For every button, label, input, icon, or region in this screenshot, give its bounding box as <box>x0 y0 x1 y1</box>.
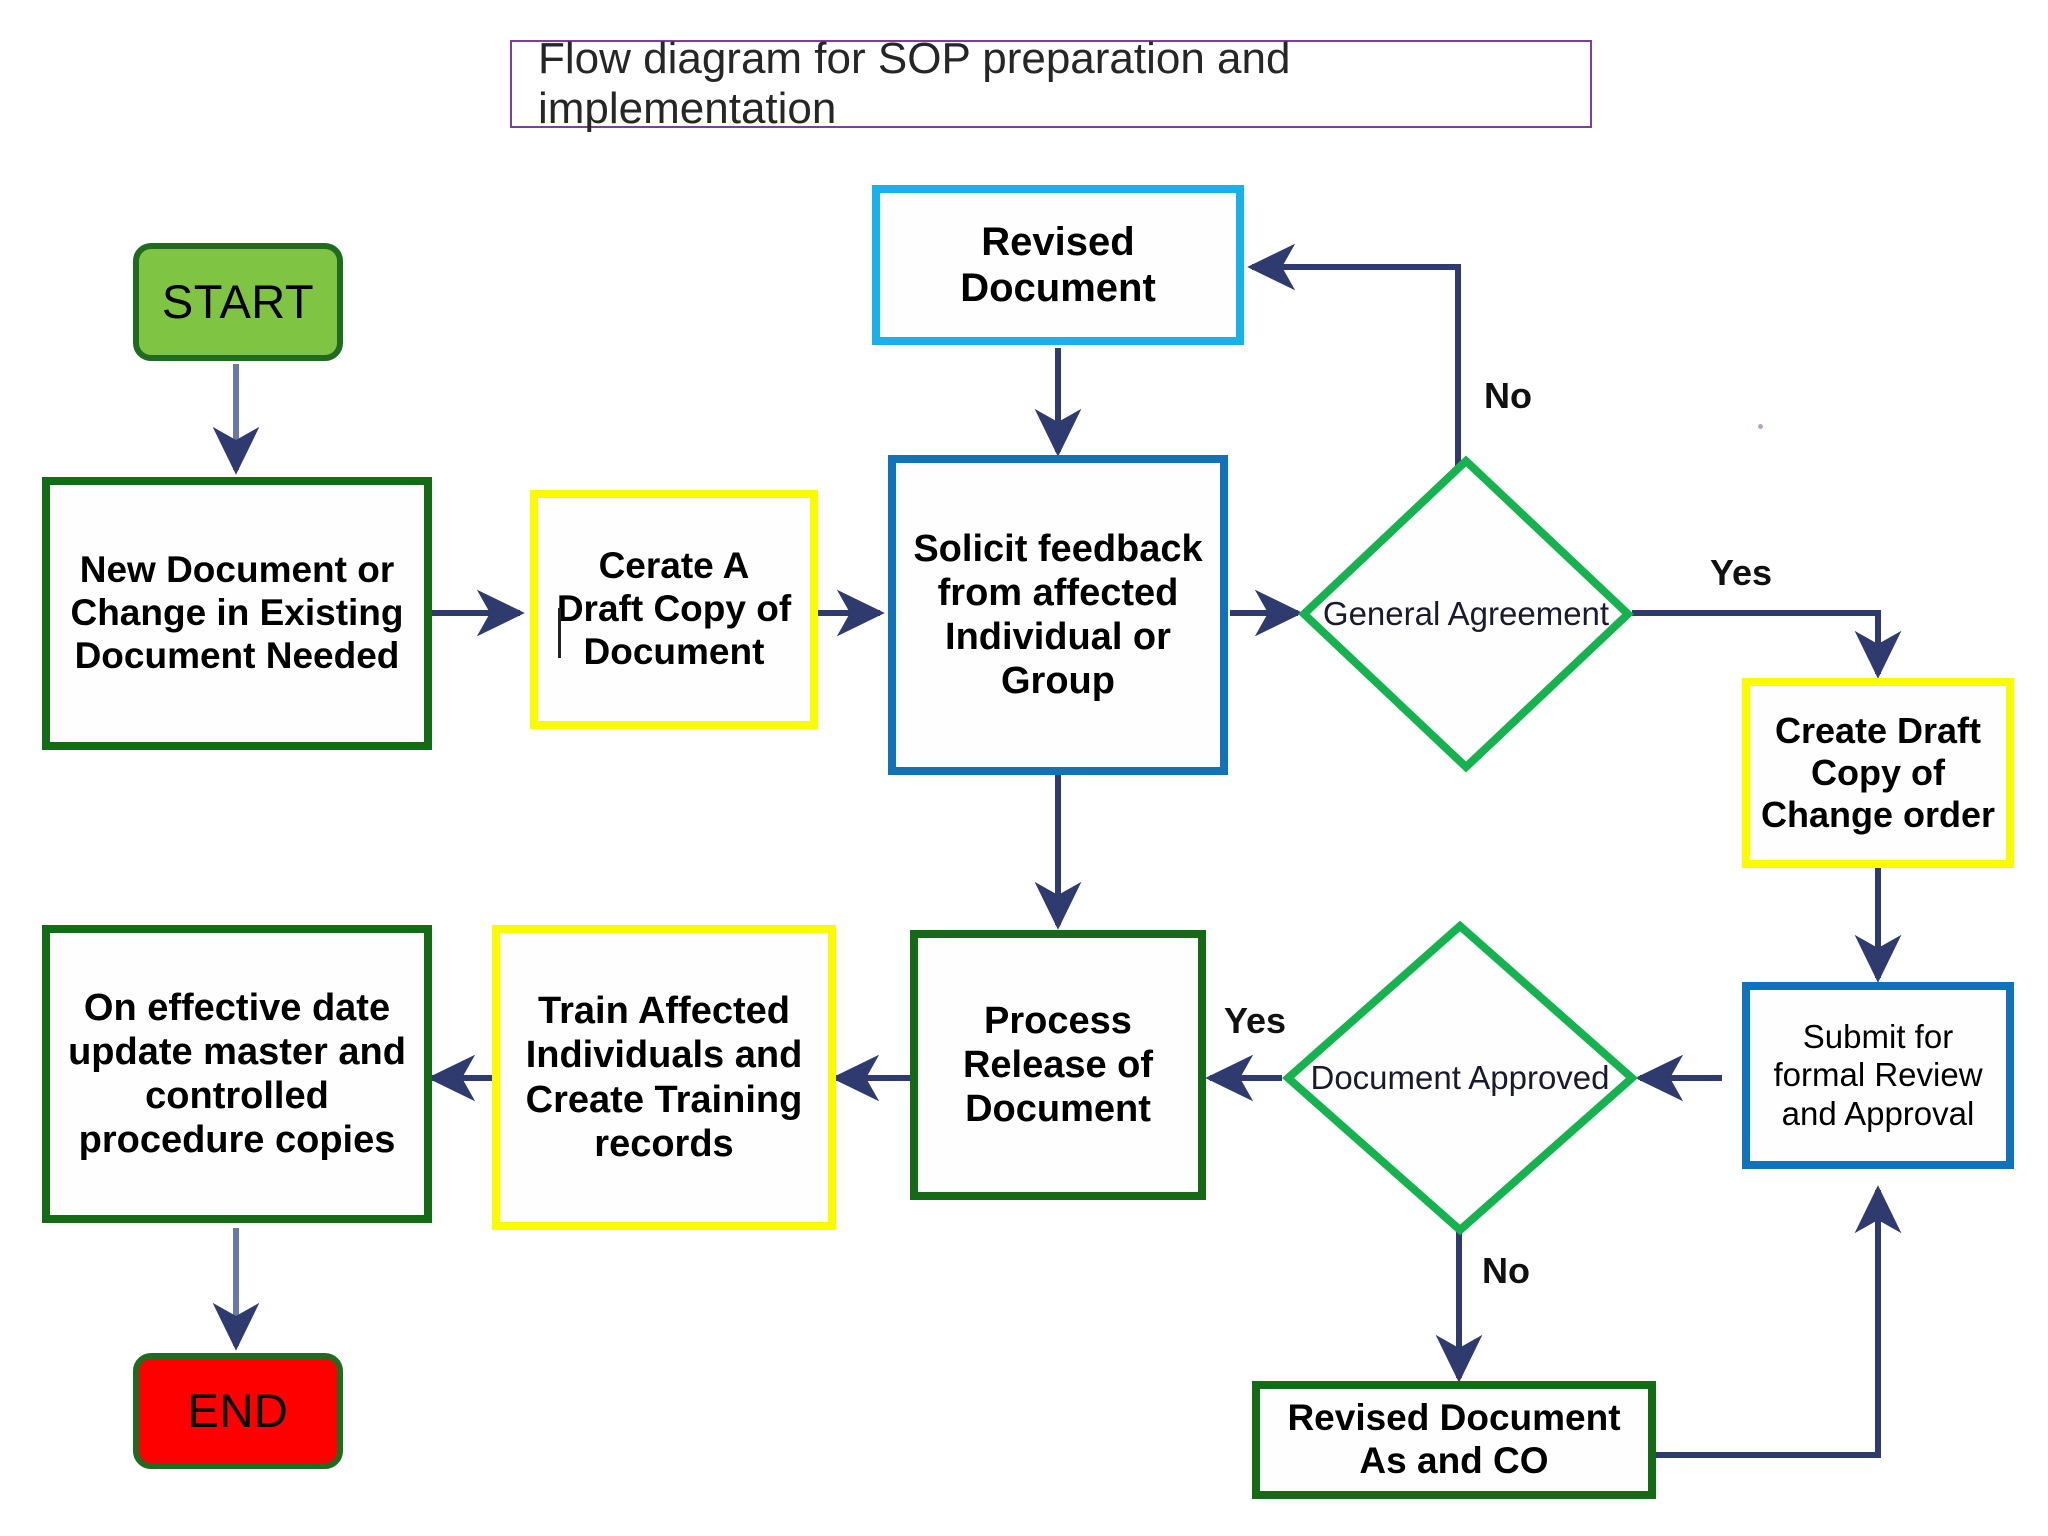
edge-label-approved-no: No <box>1482 1250 1530 1291</box>
decorative-dot <box>1758 424 1763 429</box>
diagram-title-text: Flow diagram for SOP preparation and imp… <box>538 34 1291 133</box>
edge-general-agreement-yes <box>1632 610 1902 679</box>
text-cursor <box>558 608 561 658</box>
node-start-label: START <box>161 274 315 328</box>
node-submit-review[interactable]: Submit for formal Review and Approval <box>1742 982 2014 1169</box>
node-revised-document-top[interactable]: Revised Document <box>872 185 1244 345</box>
node-general-agreement-label: General Agreement <box>1322 595 1610 632</box>
document-approved-shape <box>1282 920 1638 1236</box>
node-train-affected[interactable]: Train Affected Individuals and Create Tr… <box>492 925 836 1230</box>
node-end-label: END <box>187 1383 289 1437</box>
node-revised-document-co[interactable]: Revised Document As and CO <box>1252 1381 1656 1499</box>
node-solicit-feedback-label: Solicit feedback from affected Individua… <box>913 527 1203 703</box>
node-create-draft-label: Cerate A Draft Copy of Document <box>556 545 792 672</box>
node-create-draft[interactable]: Cerate A Draft Copy of Document <box>530 490 818 729</box>
node-update-master-label: On effective date update master and cont… <box>68 986 406 1162</box>
node-end[interactable]: END <box>133 1353 343 1469</box>
node-process-release[interactable]: Process Release of Document <box>910 930 1206 1200</box>
node-start[interactable]: START <box>133 243 343 361</box>
node-revised-document-top-label: Revised Document <box>960 219 1156 310</box>
edge-label-approved-yes: Yes <box>1224 1000 1287 1041</box>
node-create-change-order-label: Create Draft Copy of Change order <box>1760 710 1996 835</box>
diagram-title: Flow diagram for SOP preparation and imp… <box>510 34 1592 133</box>
node-solicit-feedback[interactable]: Solicit feedback from affected Individua… <box>888 455 1228 775</box>
node-new-document[interactable]: New Document or Change in Existing Docum… <box>42 477 432 750</box>
node-revised-document-co-label: Revised Document As and CO <box>1287 1397 1621 1481</box>
node-train-affected-label: Train Affected Individuals and Create Tr… <box>525 990 803 1165</box>
node-document-approved-label: Document Approved <box>1310 1059 1610 1096</box>
general-agreement-shape <box>1298 455 1634 773</box>
node-submit-review-label: Submit for formal Review and Approval <box>1773 1018 1983 1132</box>
node-general-agreement[interactable]: General Agreement <box>1298 455 1634 773</box>
edge-label-agreement-yes: Yes <box>1710 552 1773 593</box>
node-update-master[interactable]: On effective date update master and cont… <box>42 925 432 1223</box>
node-process-release-label: Process Release of Document <box>962 999 1154 1131</box>
node-document-approved[interactable]: Document Approved <box>1282 920 1638 1236</box>
node-create-change-order[interactable]: Create Draft Copy of Change order <box>1742 678 2014 868</box>
node-new-document-label: New Document or Change in Existing Docum… <box>70 549 404 676</box>
edge-revised-co-to-submit <box>1656 1185 1902 1458</box>
edge-label-agreement-no: No <box>1484 375 1532 416</box>
